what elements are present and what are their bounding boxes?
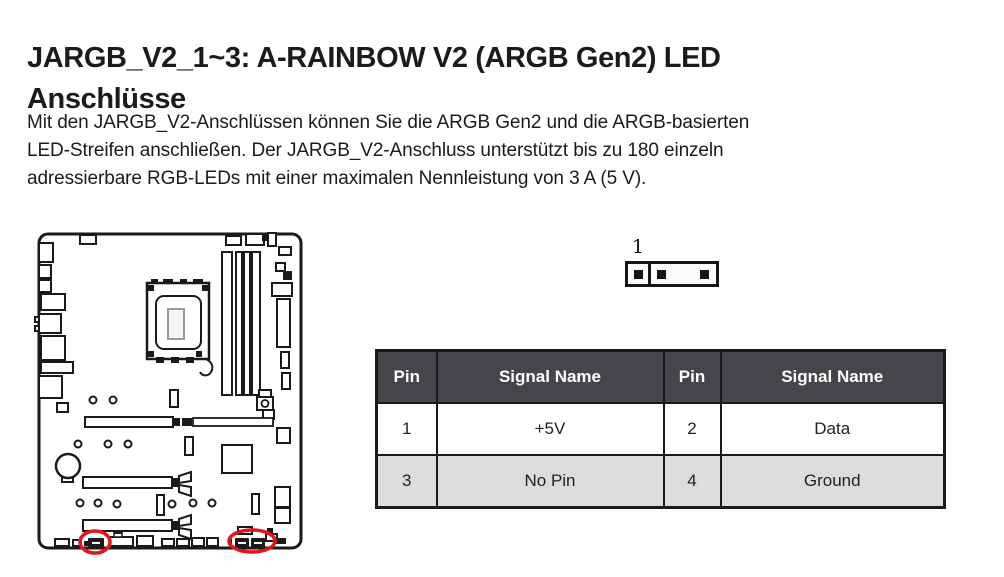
pin-header-diagram [625,261,719,287]
header-cell-pin-a: Pin [375,349,438,404]
table-row: 1 +5V 2 Data [375,402,946,456]
ram-slots [221,251,261,396]
cell-signal: +5V [435,402,665,456]
pin1-label: 1 [632,236,645,258]
pin-signal-table: Pin Signal Name Pin Signal Name 1 +5V 2 … [375,349,946,509]
intro-paragraph: Mit den JARGB_V2-Anschlüssen können Sie … [27,109,749,193]
motherboard-diagram [34,232,303,555]
pin4-square [700,269,709,279]
cmos-battery [54,452,82,480]
table-row: 3 No Pin 4 Ground [375,454,946,509]
cell-pin: 4 [662,454,722,509]
intro-line3: adressierbare RGB-LEDs mit einer maximal… [27,168,647,189]
page-title-line1: JARGB_V2_1~3: A-RAINBOW V2 (ARGB Gen2) L… [27,42,721,75]
cell-signal: No Pin [435,454,665,509]
header-cell-signal-a: Signal Name [435,349,665,404]
pin1-block [625,261,651,287]
header-cell-pin-b: Pin [662,349,722,404]
page-title-line2: Anschlüsse [27,83,186,116]
intro-line2: LED-Streifen anschließen. Der JARGB_V2-A… [27,140,724,161]
cell-pin: 2 [662,402,722,456]
cell-pin: 3 [375,454,438,509]
cell-signal: Data [719,402,946,456]
header-cell-signal-b: Signal Name [719,349,946,404]
cell-signal: Ground [719,454,946,509]
pin2-4-block [648,261,719,287]
intro-line1: Mit den JARGB_V2-Anschlüssen können Sie … [27,112,750,133]
pin1-square [633,269,643,279]
chipset [221,444,253,474]
connector-highlight-ellipses [78,528,277,555]
mounting-holes [54,395,270,509]
table-header-row: Pin Signal Name Pin Signal Name [375,349,946,404]
pin2-square [657,269,666,279]
cell-pin: 1 [375,402,438,456]
page-title: JARGB_V2_1~3: A-RAINBOW V2 (ARGB Gen2) L… [27,38,721,120]
rear-io-ports [34,242,74,399]
